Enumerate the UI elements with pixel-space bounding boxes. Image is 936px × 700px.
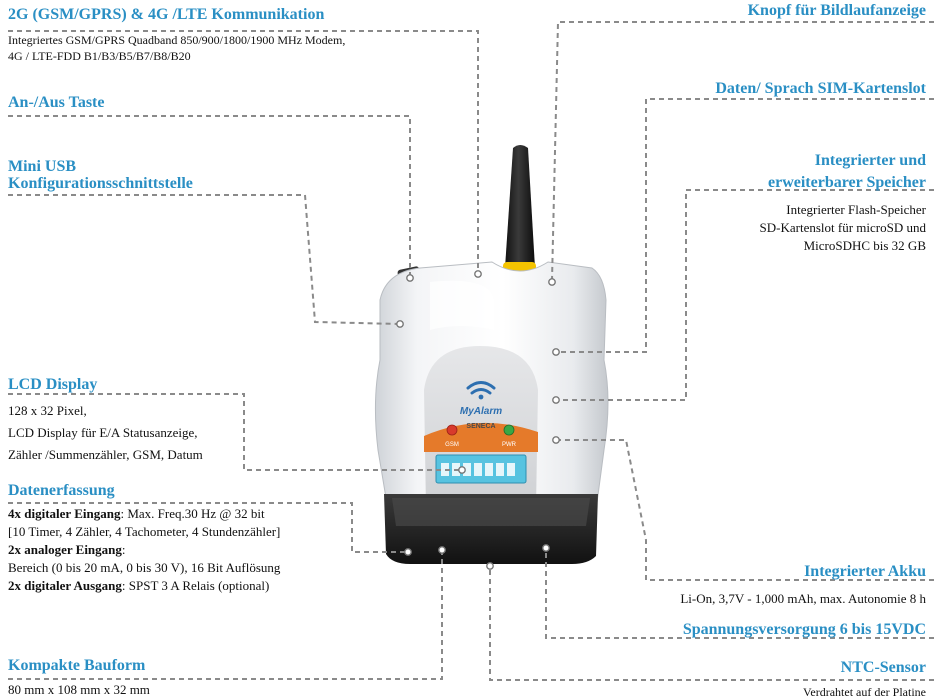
scroll-button-title: Knopf für Bildlaufanzeige: [747, 2, 926, 19]
device-maker: SENECA: [466, 423, 495, 430]
svg-text:GSM: GSM: [445, 442, 459, 448]
device-brand: MyAlarm: [460, 406, 502, 417]
gsm-lte-desc: Integriertes GSM/GPRS Quadband 850/900/1…: [8, 33, 346, 63]
compact-title: Kompakte Bauform: [8, 657, 146, 674]
leader-lines: [8, 21, 934, 681]
supply-title: Spannungsversorgung 6 bis 15VDC: [682, 621, 926, 638]
power-button-title: An-/Aus Taste: [8, 94, 105, 111]
wifi-icon: [466, 381, 496, 400]
ntc-title: NTC-Sensor: [840, 659, 926, 676]
battery-title: Integrierter Akku: [804, 563, 926, 580]
gsm-led: [446, 424, 458, 436]
memory-title: Integrierter und erweiterbarer Speicher: [767, 152, 926, 191]
lcd-cells: [441, 463, 515, 476]
mini-usb-title: Mini USB Konfigurationsschnittstelle: [8, 158, 193, 192]
sim-slot-title: Daten/ Sprach SIM-Kartenslot: [715, 80, 926, 97]
gsm-lte-title: 2G (GSM/GPRS) & 4G /LTE Kommunikation: [8, 6, 325, 23]
data-acq-desc: 4x digitaler Eingang: Max. Freq.30 Hz @ …: [8, 506, 281, 593]
memory-desc: Integrierter Flash-Speicher SD-Kartenslo…: [759, 202, 926, 253]
battery-desc: Li-On, 3,7V - 1,000 mAh, max. Autonomie …: [680, 591, 926, 606]
ntc-desc: Verdrahtet auf der Platine: [803, 685, 926, 699]
leader-dots: [396, 270, 560, 570]
svg-text:PWR: PWR: [502, 442, 517, 448]
lcd-desc: 128 x 32 Pixel, LCD Display für E/A Stat…: [8, 403, 203, 462]
compact-desc: 80 mm x 108 mm x 32 mm: [8, 682, 150, 697]
lcd-title: LCD Display: [8, 376, 98, 393]
data-acq-title: Datenerfassung: [8, 482, 115, 499]
antenna: [505, 145, 535, 268]
pwr-led: [503, 424, 515, 436]
